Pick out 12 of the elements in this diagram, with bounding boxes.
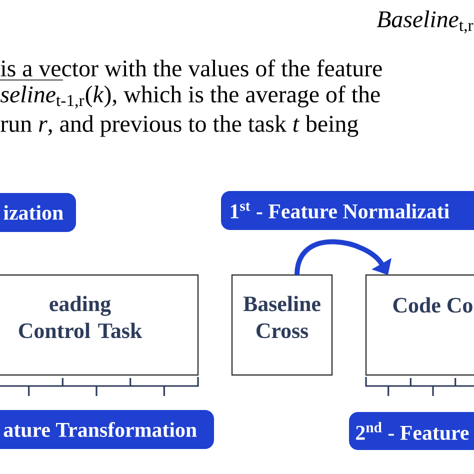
- body-text: run r, and previous to the task t being: [0, 115, 358, 137]
- label-banner: ature Transformation: [0, 410, 214, 449]
- label-banner: 1$^{st}$ - Feature Normalizati: [221, 191, 474, 230]
- body-text: Baseline$_{t,r}$: [376, 10, 474, 34]
- process-box: Code Co: [365, 274, 474, 376]
- process-box: Baseline Cross: [231, 274, 333, 376]
- body-text: seline$_{t-1,r}$(k), which is the average of the: [0, 85, 380, 109]
- body-text: is a vector with the values of the feature: [0, 59, 382, 77]
- label-banner: 2$^{nd}$ - Feature: [349, 412, 474, 450]
- label-banner: ization: [0, 193, 76, 232]
- process-box: eading Control Task: [0, 274, 199, 376]
- arrow: [294, 239, 392, 276]
